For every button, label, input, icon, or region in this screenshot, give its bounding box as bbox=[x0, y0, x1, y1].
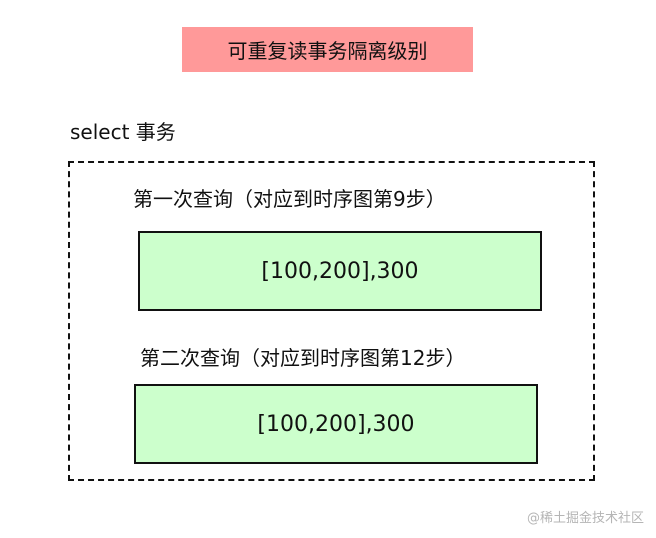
query-caption-1: 第一次查询（对应到时序图第9步） bbox=[133, 187, 446, 211]
query-result-box-1: [100,200],300 bbox=[138, 231, 542, 311]
query-result-text-2: [100,200],300 bbox=[257, 411, 415, 437]
query-caption-2: 第二次查询（对应到时序图第12步） bbox=[140, 346, 466, 370]
watermark: @稀土掘金技术社区 bbox=[526, 511, 644, 526]
transaction-label: select 事务 bbox=[70, 120, 176, 144]
query-result-box-2: [100,200],300 bbox=[134, 384, 538, 464]
query-result-text-1: [100,200],300 bbox=[261, 258, 419, 284]
transaction-frame bbox=[68, 161, 595, 481]
diagram-title: 可重复读事务隔离级别 bbox=[182, 27, 473, 72]
diagram-title-text: 可重复读事务隔离级别 bbox=[227, 39, 428, 63]
